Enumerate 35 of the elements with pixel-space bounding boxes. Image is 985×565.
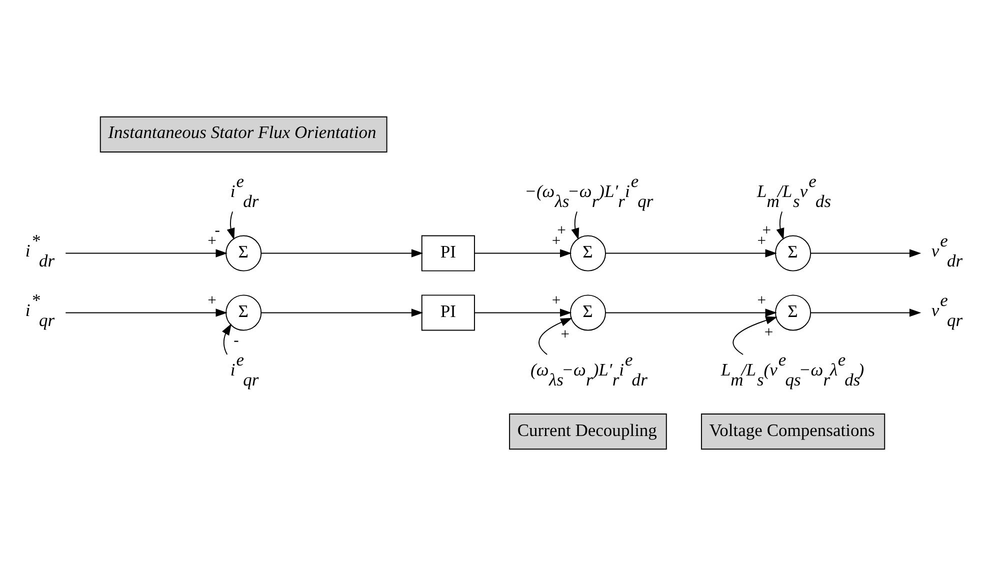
arrow	[605, 248, 777, 257]
node-box: Voltage Compensations	[700, 413, 886, 450]
arrow	[260, 308, 424, 316]
arrow	[810, 248, 922, 257]
edge-label: +	[560, 325, 570, 342]
arrow	[222, 323, 232, 354]
arrow	[605, 308, 777, 316]
arrow	[226, 210, 235, 240]
arrow	[571, 210, 580, 240]
node-box: PI	[421, 294, 475, 330]
node-circle: Σ	[570, 234, 606, 271]
arrow	[260, 248, 424, 257]
arrow	[776, 210, 784, 240]
node-circle: Σ	[226, 294, 262, 330]
edge-label: +	[208, 232, 216, 250]
edge-label: +	[764, 324, 774, 341]
arrow	[538, 317, 572, 354]
node-circle: Σ	[775, 294, 812, 330]
edge-label: +	[757, 292, 766, 309]
node-box: Instantaneous Stator Flux Orientation	[100, 116, 388, 152]
edge-label: +	[552, 292, 561, 309]
arrow	[65, 308, 228, 316]
edge-label: -	[234, 332, 239, 349]
node-circle: Σ	[570, 294, 606, 330]
arrow	[474, 308, 572, 316]
arrow	[474, 248, 572, 257]
edge-label: -	[214, 222, 220, 239]
edge-label: +	[208, 292, 216, 309]
node-box: PI	[421, 234, 475, 271]
arrow	[65, 248, 228, 257]
node-circle: Σ	[226, 234, 262, 271]
node-box: Current Decoupling	[509, 413, 667, 450]
node-circle: Σ	[775, 234, 812, 271]
arrow	[810, 308, 922, 316]
arrow	[732, 316, 778, 354]
